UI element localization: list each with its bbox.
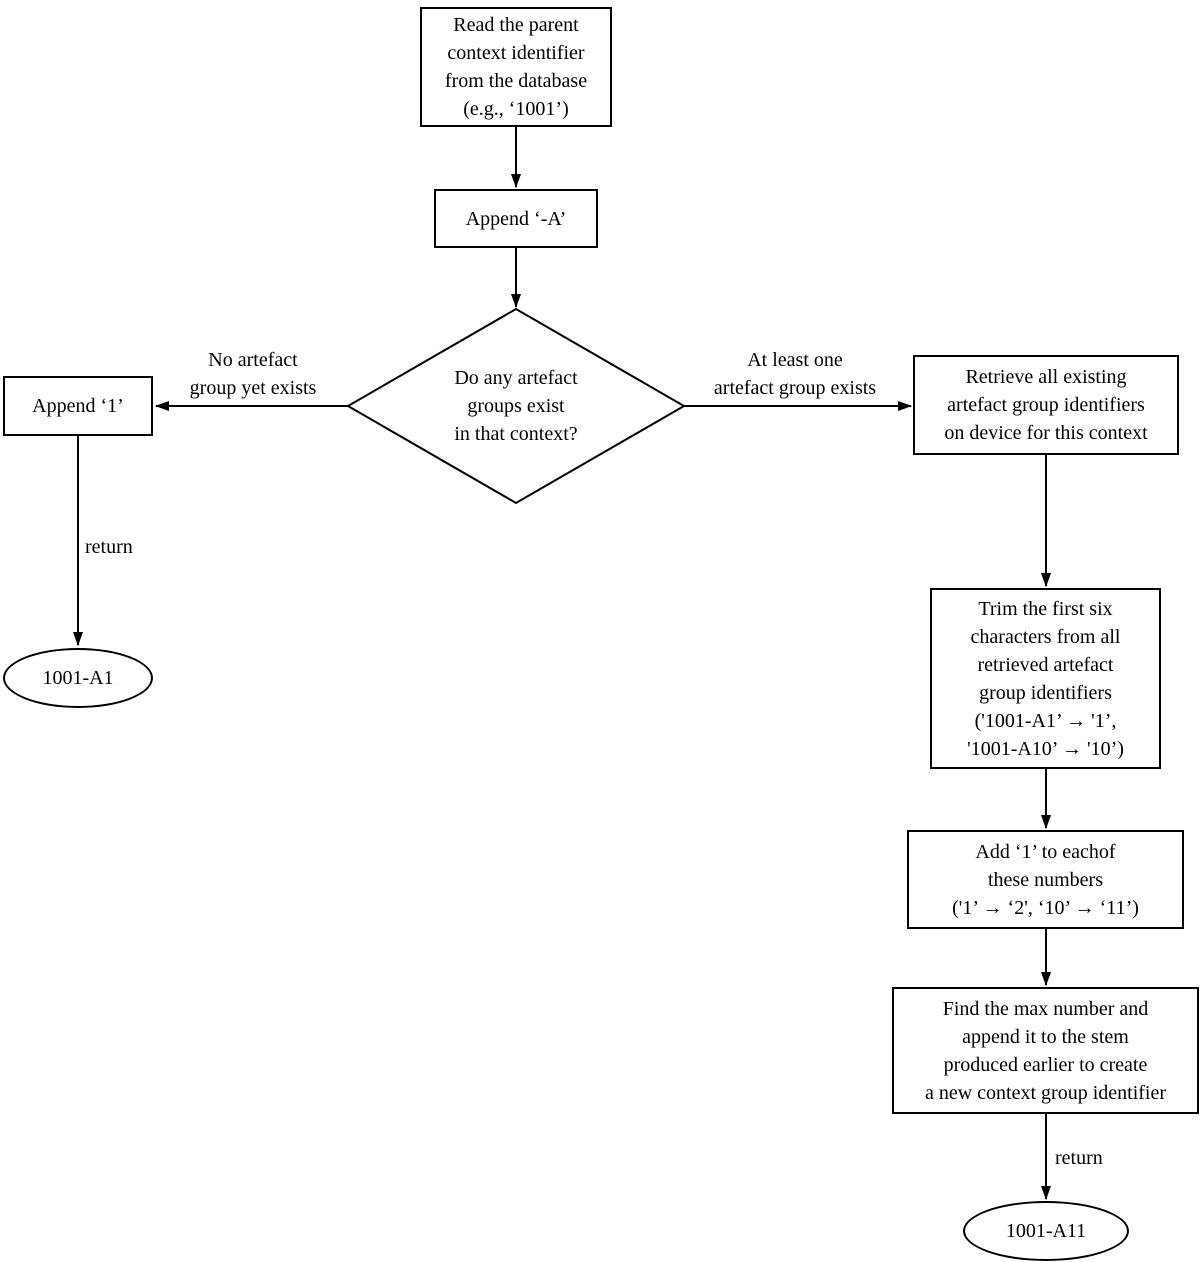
node-retrieve-identifiers: Retrieve all existing artefact group ide…	[913, 355, 1179, 455]
node-add-one: Add ‘1’ to eachof these numbers ('1’ → ‘…	[907, 830, 1184, 929]
node-find-max: Find the max number and append it to the…	[892, 987, 1199, 1114]
node-read-parent-context: Read the parent context identifier from …	[420, 7, 612, 127]
edge-label-return-left: return	[85, 536, 133, 558]
edge-label-yes-branch: At least one artefact group exists	[713, 349, 877, 399]
node-trim-identifiers: Trim the first six characters from all r…	[930, 588, 1161, 769]
node-append-dash-a: Append ‘-A’	[434, 189, 598, 248]
edge-label-return-right: return	[1055, 1147, 1103, 1169]
decision-artefact-groups-exist: Do any artefact groups exist in that con…	[454, 367, 578, 445]
terminal-1001-a11: 1001-A11	[963, 1201, 1129, 1261]
node-append-1: Append ‘1’	[3, 376, 153, 436]
edge-label-no-branch: No artefact group yet exists	[189, 349, 317, 399]
terminal-1001-a1: 1001-A1	[3, 648, 153, 708]
